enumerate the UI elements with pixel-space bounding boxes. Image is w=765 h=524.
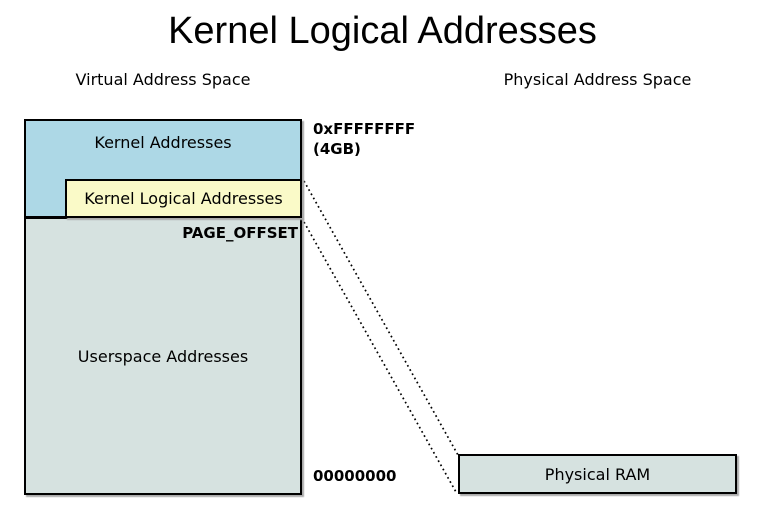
address-top-sub: (4GB)	[313, 140, 361, 158]
userspace-addresses-label: Userspace Addresses	[77, 346, 249, 366]
address-top-value: 0xFFFFFFFF	[313, 120, 416, 138]
kernel-logical-addresses-label: Kernel Logical Addresses	[84, 189, 283, 208]
address-label-bottom: 00000000	[313, 467, 397, 485]
kernel-logical-addresses-box: Kernel Logical Addresses	[65, 179, 302, 218]
page-title: Kernel Logical Addresses	[168, 10, 597, 52]
kernel-addresses-label: Kernel Addresses	[94, 133, 232, 152]
mapping-connector-bottom	[303, 221, 457, 493]
column-label-virtual: Virtual Address Space	[75, 70, 251, 89]
physical-ram-box: Physical RAM	[458, 454, 737, 494]
page-offset-label: PAGE_OFFSET	[182, 224, 298, 242]
physical-ram-label: Physical RAM	[544, 464, 651, 484]
userspace-addresses-box: PAGE_OFFSET Userspace Addresses	[24, 217, 302, 495]
mapping-connector-top	[303, 180, 459, 456]
address-label-top: 0xFFFFFFFF (4GB)	[313, 119, 415, 159]
column-label-physical: Physical Address Space	[503, 70, 692, 89]
